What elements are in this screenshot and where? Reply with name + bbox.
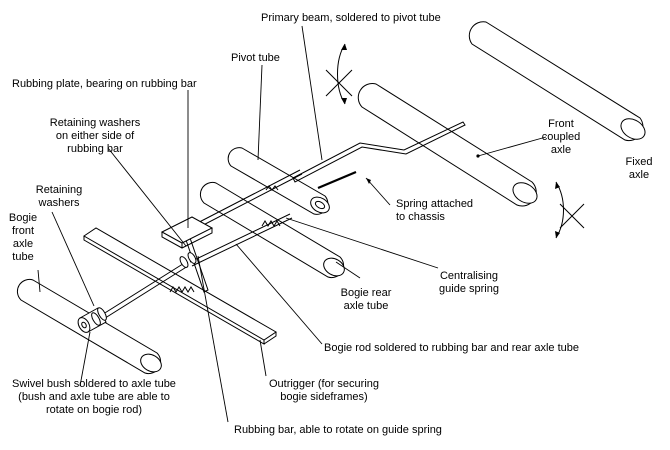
label-spring-attached: Spring attached to chassis bbox=[396, 198, 474, 223]
rotation-indicator-front bbox=[325, 43, 353, 105]
primary-beam bbox=[292, 121, 466, 183]
rubbing-plate bbox=[160, 216, 214, 249]
label-swivel-bush: Swivel bush soldered to axle tube (bush … bbox=[12, 378, 176, 416]
leader-arrowheads bbox=[366, 154, 480, 184]
chassis-spring bbox=[317, 170, 357, 190]
label-rubbing-bar: Rubbing bar, able to rotate on guide spr… bbox=[234, 424, 442, 436]
outrigger-plate bbox=[83, 227, 277, 345]
label-bogie-rear-axle-tube: Bogie rear axle tube bbox=[340, 287, 392, 312]
label-retaining-washers: Retaining washers bbox=[35, 184, 83, 209]
rubbing-bar-washers bbox=[179, 252, 197, 268]
label-primary-beam: Primary beam, soldered to pivot tube bbox=[261, 12, 441, 24]
fixed-axle-tube bbox=[468, 21, 646, 142]
bogie-rear-axle-tube bbox=[199, 181, 345, 279]
rotation-indicator-rear bbox=[555, 181, 585, 239]
label-front-coupled-axle: Front coupled axle bbox=[541, 118, 581, 156]
label-rubbing-plate: Rubbing plate, bearing on rubbing bar bbox=[12, 78, 197, 90]
label-bogie-front-axle-tube: Bogie front axle tube bbox=[8, 212, 38, 263]
front-coupled-axle-tube bbox=[357, 83, 538, 207]
label-bogie-rod: Bogie rod soldered to rubbing bar and re… bbox=[324, 342, 580, 354]
label-pivot-tube: Pivot tube bbox=[231, 52, 280, 64]
leader-lines bbox=[37, 25, 547, 423]
label-fixed-axle: Fixed axle bbox=[625, 156, 653, 181]
label-outrigger: Outrigger (for securing bogie sideframes… bbox=[268, 378, 380, 403]
bogie-rod bbox=[99, 213, 293, 321]
label-retaining-washers-bar: Retaining washers on either side of rubb… bbox=[49, 117, 141, 155]
label-centralising-spring: Centralising guide spring bbox=[439, 270, 499, 295]
swivel-bush bbox=[77, 307, 107, 333]
